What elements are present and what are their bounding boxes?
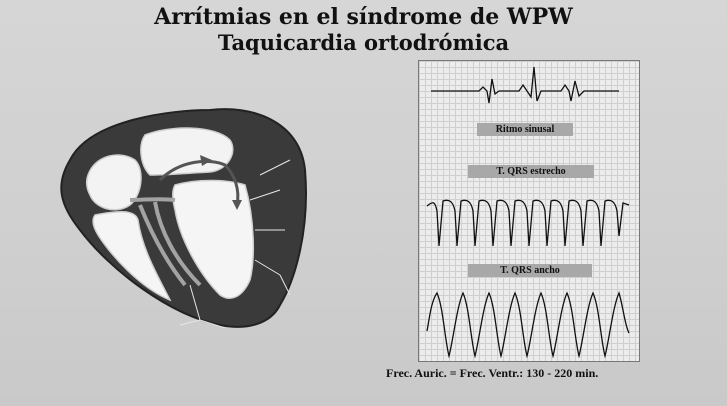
rate-footnote: Frec. Auric. = Frec. Ventr.: 130 - 220 m… [386,366,686,381]
ecg-trace-narrow [427,200,629,246]
heart-diagram [50,80,320,340]
label-sinus-rhythm: Ritmo sinusal [477,123,573,136]
left-atrium [141,128,233,175]
slide-title: Arrítmias en el síndrome de WPW [0,4,727,30]
label-narrow-qrs: T. QRS estrecho [468,165,594,178]
ecg-traces [419,61,639,361]
ecg-panel: Ritmo sinusal T. QRS estrecho T. QRS anc… [418,60,640,362]
slide-subtitle: Taquicardia ortodrómica [0,30,727,55]
label-wide-qrs: T. QRS ancho [468,264,592,277]
ecg-trace-sinus [431,67,619,103]
ecg-trace-wide [427,293,629,356]
